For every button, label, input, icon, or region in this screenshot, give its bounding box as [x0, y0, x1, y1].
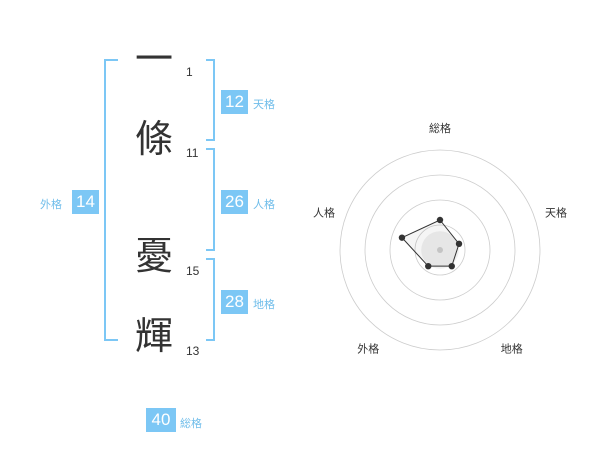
radar-ring	[364, 174, 516, 326]
radar-ring	[389, 199, 491, 301]
soukaku-label: 総格	[180, 417, 202, 430]
tenkaku-value: 12	[221, 90, 248, 114]
radar-point	[425, 262, 432, 270]
radar-axis-label: 外格	[357, 342, 379, 356]
chikaku-label: 地格	[253, 298, 275, 311]
radar-point	[436, 216, 444, 224]
radar-axis-label: 天格	[545, 205, 567, 219]
stroke-count-1: 1	[186, 65, 193, 79]
soukaku-value: 40	[146, 408, 176, 432]
gaikaku-bracket	[104, 59, 118, 341]
radar-axis-label: 総格	[429, 121, 451, 135]
radar-center-dot	[437, 247, 443, 253]
name-char-1: 一	[134, 37, 173, 81]
radar-point	[398, 234, 406, 241]
radar-ring	[339, 149, 541, 351]
gaikaku-label: 外格	[40, 198, 62, 211]
radar-ring	[414, 224, 466, 276]
chikaku-bracket	[206, 258, 215, 341]
gaikaku-value: 14	[72, 190, 99, 214]
radar-axis-label: 人格	[313, 205, 335, 219]
stroke-count-3: 15	[186, 264, 200, 278]
name-char-3: 憂	[134, 234, 173, 278]
name-char-2: 條	[134, 117, 173, 161]
chikaku-value: 28	[221, 290, 248, 314]
name-char-4: 輝	[134, 314, 173, 358]
jinkaku-bracket	[206, 148, 215, 251]
jinkaku-value: 26	[221, 190, 248, 214]
stroke-count-4: 13	[186, 344, 200, 358]
radar-point	[448, 262, 455, 270]
jinkaku-label: 人格	[253, 198, 275, 211]
stroke-count-2: 11	[186, 146, 199, 160]
tenkaku-label: 天格	[253, 98, 275, 111]
radar-axis-label: 地格	[501, 342, 523, 356]
radar-series-polygon	[401, 219, 460, 267]
tenkaku-bracket	[206, 59, 215, 141]
radar-point	[455, 240, 463, 248]
